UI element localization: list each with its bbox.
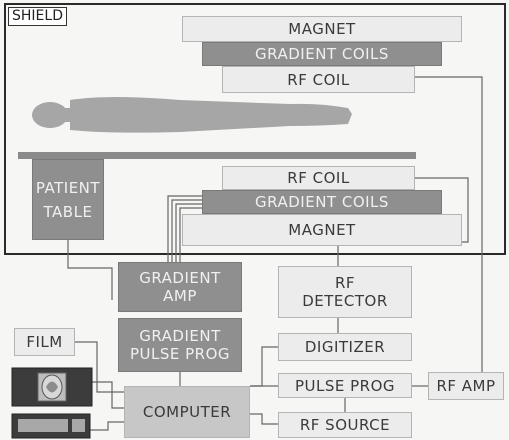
gradient-pulse-prog: GRADIENT PULSE PROG (118, 318, 242, 372)
keyboard-icon (11, 413, 91, 439)
rf-detector-line1: RF (334, 274, 356, 292)
digitizer: DIGITIZER (278, 333, 412, 361)
patient-table-line2: TABLE (43, 202, 93, 221)
lower-magnet: MAGNET (182, 214, 462, 246)
pulse-prog-label: PULSE PROG (294, 376, 396, 395)
upper-gradient-coils-label: GRADIENT COILS (255, 45, 389, 63)
shield-label: SHIELD (8, 7, 67, 26)
pulse-prog: PULSE PROG (278, 373, 412, 398)
shield-enclosure (4, 3, 506, 255)
upper-rf-coil-label: RF COIL (287, 70, 350, 89)
upper-rf-coil: RF COIL (222, 66, 415, 93)
patient-table-line1: PATIENT (35, 178, 101, 197)
lower-magnet-label: MAGNET (288, 221, 356, 239)
digitizer-label: DIGITIZER (304, 338, 386, 356)
rf-source-label: RF SOURCE (299, 416, 391, 434)
rf-source: RF SOURCE (278, 412, 412, 438)
rf-amp-label: RF AMP (436, 377, 496, 395)
connection-lines (67, 76, 483, 431)
patient-table: PATIENT TABLE (32, 159, 104, 240)
upper-magnet-label: MAGNET (288, 20, 356, 38)
patient-table-top (18, 152, 416, 159)
rf-detector-line2: DETECTOR (302, 292, 388, 310)
film: FILM (14, 328, 75, 356)
patient-figure (32, 97, 352, 133)
gradient-pulse-prog-line2: PULSE PROG (129, 345, 231, 363)
film-label: FILM (26, 333, 63, 351)
display-monitor-icon (11, 367, 93, 407)
lower-gradient-coils-label: GRADIENT COILS (255, 193, 389, 211)
rf-amp: RF AMP (428, 372, 504, 400)
gradient-amp-line1: GRADIENT (139, 269, 221, 287)
upper-gradient-coils: GRADIENT COILS (202, 42, 442, 66)
upper-magnet: MAGNET (182, 16, 462, 42)
gradient-amp-line2: AMP (163, 287, 197, 305)
gradient-amp: GRADIENT AMP (118, 262, 242, 312)
rf-detector: RF DETECTOR (278, 266, 412, 318)
lower-rf-coil-label: RF COIL (287, 169, 350, 187)
lower-rf-coil: RF COIL (222, 166, 415, 190)
gradient-pulse-prog-line1: GRADIENT (139, 327, 221, 345)
computer: COMPUTER (124, 386, 250, 438)
computer-label: COMPUTER (142, 403, 232, 421)
lower-gradient-coils: GRADIENT COILS (202, 190, 442, 214)
